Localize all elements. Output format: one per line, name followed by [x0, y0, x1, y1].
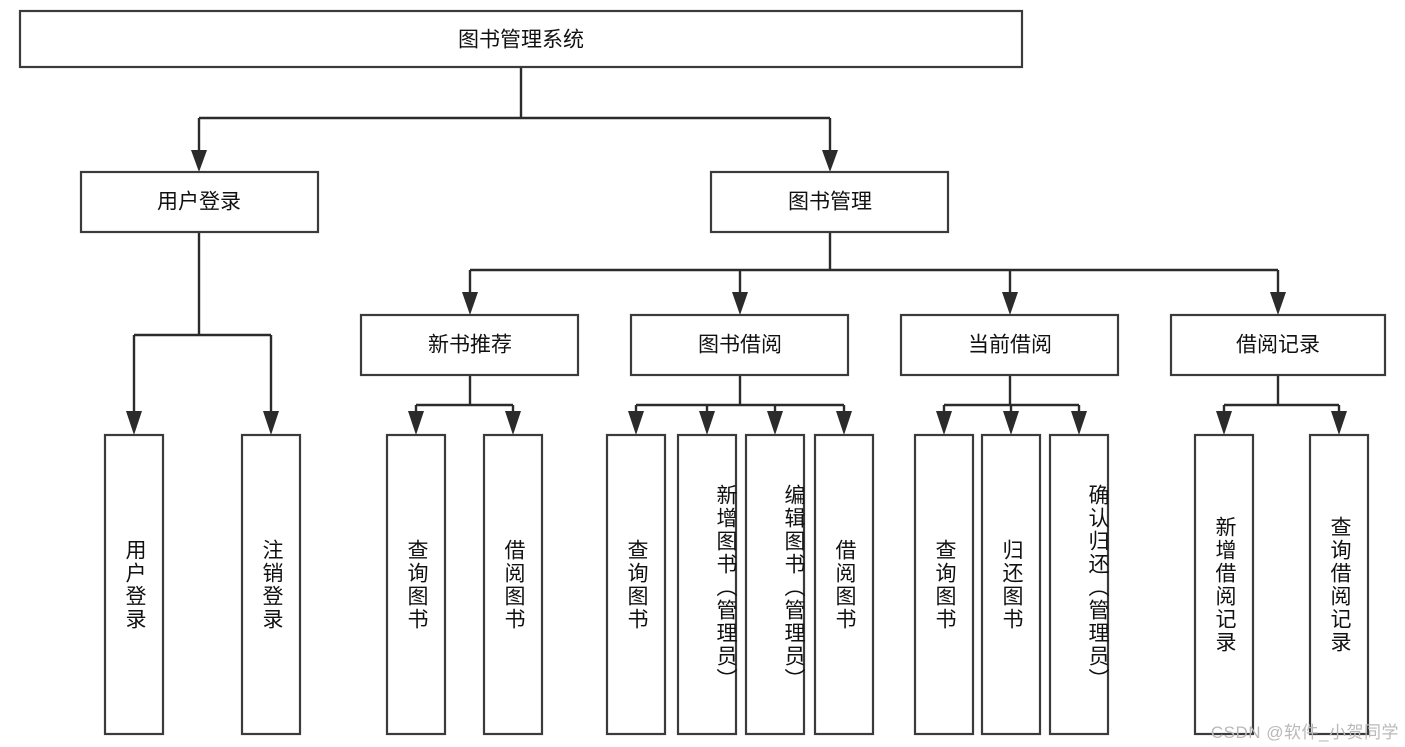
arrow-nbr-leaf-1	[408, 411, 424, 435]
label-book-borrow: 图书借阅	[698, 334, 782, 357]
arrow-br-leaf-2	[1331, 411, 1347, 435]
label-user-login: 用户登录	[157, 191, 241, 214]
arrow-br-leaf-1	[1216, 411, 1232, 435]
arrow-bb-leaf-3	[767, 411, 783, 435]
arrow-cb-leaf-3	[1071, 411, 1087, 435]
node-box-book-borrow[interactable]	[629, 313, 850, 377]
arrow-nbr-leaf-2	[505, 411, 521, 435]
arrow-bb-leaf-2	[699, 411, 715, 435]
arrow-to-borrow-record	[1270, 292, 1286, 315]
arrow-to-book-manage	[822, 150, 838, 172]
node-box-leaf-cb-confirm-return[interactable]	[1048, 433, 1110, 736]
node-box-leaf-bb-edit-book[interactable]	[744, 433, 806, 736]
node-box-leaf-nbr-query-book[interactable]	[385, 433, 447, 736]
connector-user-login-trunk	[132, 232, 273, 423]
connector-book-borrow-trunk	[634, 375, 846, 423]
node-box-current-borrow[interactable]	[899, 313, 1120, 377]
arrow-bb-leaf-4	[836, 411, 852, 435]
node-box-leaf-bb-add-book[interactable]	[676, 433, 738, 736]
label-book-manage: 图书管理	[788, 191, 872, 214]
node-box-leaf-cb-query-book[interactable]	[913, 433, 975, 736]
node-box-borrow-record[interactable]	[1169, 313, 1387, 377]
arrow-to-current-borrow	[1002, 292, 1018, 315]
node-labels-horizontal: 图书管理系统 用户登录 图书管理 新书推荐 图书借阅 当前借阅 借阅记录	[157, 29, 1320, 357]
arrow-bb-leaf-1	[628, 411, 644, 435]
connector-root-trunk	[197, 67, 832, 160]
arrow-to-user-login	[191, 150, 207, 172]
label-borrow-record: 借阅记录	[1236, 334, 1320, 357]
connectors	[126, 67, 1347, 435]
node-box-leaf-logout[interactable]	[240, 433, 302, 736]
node-boxes	[18, 9, 1387, 736]
node-box-root[interactable]	[18, 9, 1024, 69]
arrow-to-leaf-logout	[263, 411, 279, 435]
arrow-to-leaf-user-login	[126, 411, 142, 435]
connector-borrow-record-trunk	[1222, 375, 1341, 423]
node-box-leaf-bb-borrow-book[interactable]	[813, 433, 875, 736]
node-box-leaf-br-query-record[interactable]	[1308, 433, 1370, 736]
node-box-book-manage[interactable]	[709, 170, 950, 234]
node-box-leaf-cb-return-book[interactable]	[980, 433, 1042, 736]
arrow-to-book-borrow	[732, 292, 748, 315]
csdn-watermark: CSDN @软件_小贺同学	[1210, 723, 1399, 742]
node-box-user-login[interactable]	[79, 170, 320, 234]
node-box-leaf-user-login[interactable]	[103, 433, 165, 736]
node-box-leaf-bb-query-book[interactable]	[605, 433, 667, 736]
node-box-new-book-recommend[interactable]	[359, 313, 580, 377]
arrow-cb-leaf-2	[1003, 411, 1019, 435]
connector-new-book-recommend-trunk	[414, 375, 515, 423]
label-current-borrow: 当前借阅	[968, 334, 1052, 357]
label-root: 图书管理系统	[458, 29, 584, 52]
label-new-book-recommend: 新书推荐	[428, 334, 512, 357]
arrow-cb-leaf-1	[936, 411, 952, 435]
node-box-leaf-nbr-borrow-book[interactable]	[482, 433, 544, 736]
arrow-to-new-book-recommend	[462, 292, 478, 315]
connector-book-manage-trunk	[468, 232, 1280, 302]
node-box-leaf-br-add-record[interactable]	[1193, 433, 1255, 736]
